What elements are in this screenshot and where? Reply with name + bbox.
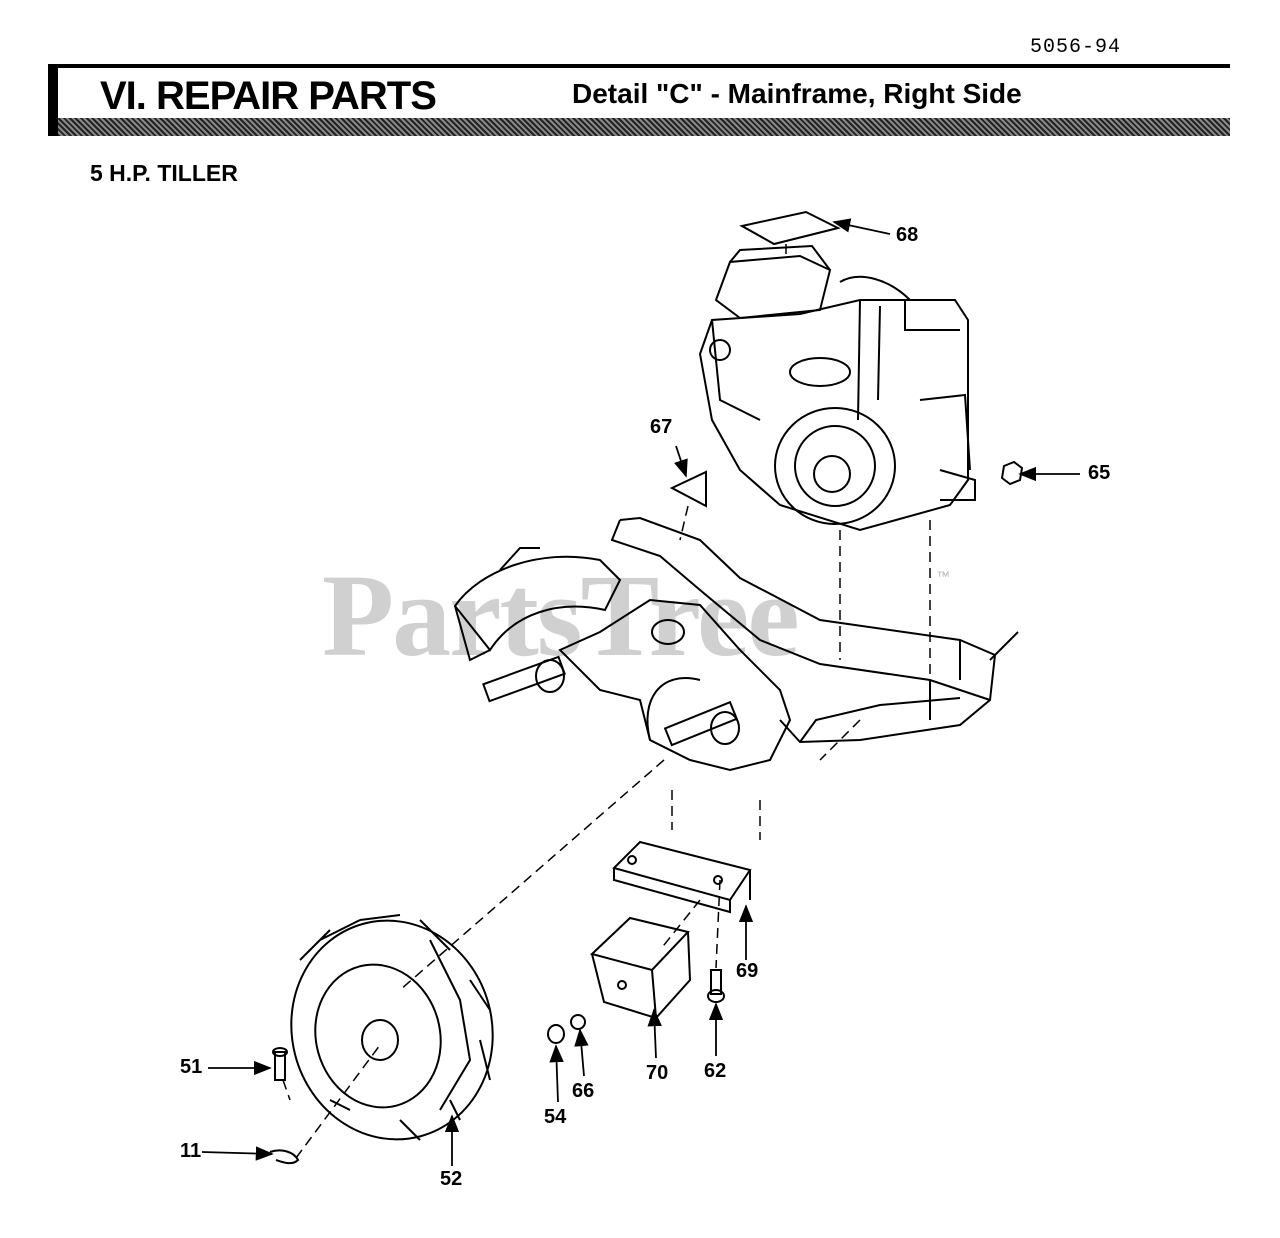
callout-69: 69 <box>736 960 759 982</box>
callout-70: 70 <box>646 1062 669 1084</box>
header-edge <box>48 64 58 136</box>
nut-65-shape <box>1000 460 1024 486</box>
assembly-lines <box>282 244 931 1159</box>
callout-11: 11 <box>180 1140 202 1162</box>
callout-52: 52 <box>440 1168 463 1190</box>
transmission-shape <box>558 598 792 772</box>
tine-shield-shape <box>453 547 622 662</box>
header-rule <box>58 64 1230 68</box>
document-number: 5056-94 <box>1030 36 1122 59</box>
wheel-52-shape <box>290 914 494 1141</box>
washer-66-shape <box>570 1014 586 1030</box>
leader-lines <box>201 218 1080 1166</box>
header-band <box>58 118 1230 136</box>
callout-51: 51 <box>180 1056 203 1078</box>
callout-62: 62 <box>704 1060 727 1082</box>
callout-54: 54 <box>544 1106 567 1128</box>
bracket-69-shape <box>612 840 752 914</box>
callout-65: 65 <box>1088 462 1111 484</box>
watermark-tm: ™ <box>936 568 950 584</box>
detail-title: Detail "C" - Mainframe, Right Side <box>572 78 1022 109</box>
callout-66: 66 <box>572 1080 595 1102</box>
header-bar: VI. REPAIR PARTS Detail "C" - Mainframe,… <box>48 64 1230 136</box>
model-label: 5 H.P. TILLER <box>90 160 238 186</box>
clip-11-shape <box>269 1149 300 1165</box>
decal-67-shape <box>669 470 707 508</box>
bolt-62-shape <box>707 969 725 1003</box>
axle-shape <box>482 655 740 747</box>
callout-68: 68 <box>896 224 919 246</box>
watermark: PartsTree <box>322 550 800 681</box>
weight-70-shape <box>590 916 692 1020</box>
pin-51-shape <box>272 1047 288 1081</box>
callout-67: 67 <box>650 416 673 438</box>
mainframe-shape <box>610 516 1019 744</box>
section-title: VI. REPAIR PARTS <box>100 74 437 118</box>
nut-54-shape <box>547 1024 565 1044</box>
decal-68-shape <box>739 210 841 246</box>
engine-shape <box>698 244 976 532</box>
